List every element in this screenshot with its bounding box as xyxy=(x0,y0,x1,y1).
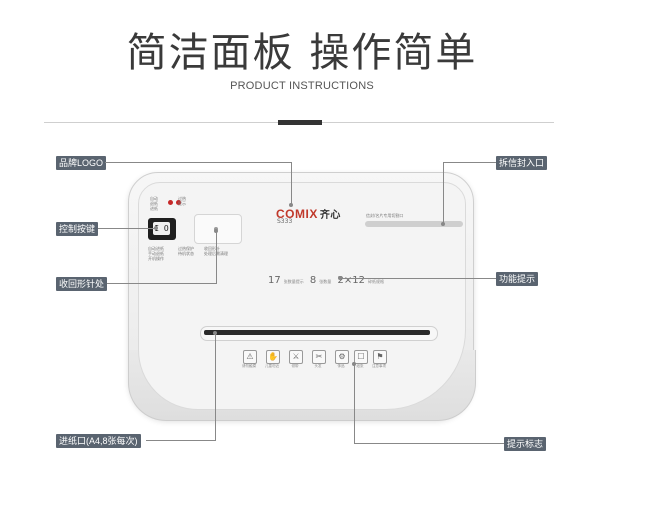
brand-logo-text: COMIX xyxy=(276,207,318,221)
leader-dot-function xyxy=(338,276,342,280)
leader-dot-paper-feed xyxy=(213,331,217,335)
leader-envelope-v xyxy=(443,162,444,224)
callout-control: 控制按键 xyxy=(56,222,99,236)
shredder-panel xyxy=(138,182,466,410)
warning-icon-6: ☐ xyxy=(354,350,368,364)
callout-paper-feed: 进纸口(A4,8张每次) xyxy=(56,434,141,448)
hint-n3-text: 碎纸规格 xyxy=(367,279,384,284)
warning-caption-7: 注意事项 xyxy=(372,364,386,368)
warning-icon-5: ⚙ xyxy=(335,350,349,364)
warning-icon-4: ✂ xyxy=(312,350,326,364)
envelope-slot[interactable] xyxy=(365,221,463,227)
hint-n3: 2×12 xyxy=(337,275,365,286)
leader-dot-control xyxy=(154,226,158,230)
hint-n2: 8 xyxy=(309,275,317,286)
divider-accent xyxy=(278,120,322,125)
panel-label-right: 过热提示 xyxy=(178,196,186,206)
leader-dot-envelope xyxy=(441,222,445,226)
warning-caption-3: 领带 xyxy=(291,364,299,368)
status-led xyxy=(176,200,181,205)
warning-icon-7: ⚑ xyxy=(373,350,387,364)
page-title: 简洁面板 操作简单 xyxy=(126,30,478,76)
warning-icon-1: ⚠ xyxy=(243,350,257,364)
hint-sheets: 17 xyxy=(268,275,281,286)
hint-n2-text: 张数量 xyxy=(319,279,332,284)
warning-caption-6: 纸张 xyxy=(356,364,364,368)
warning-icon-3: ⚔ xyxy=(289,350,303,364)
envelope-label: 信封/名片专用切割口 xyxy=(366,213,404,218)
leader-brand-logo-v xyxy=(291,162,292,204)
switch-notes-2: 过热保护待机状态 xyxy=(178,246,194,256)
brand-logo-cn: 齐心 xyxy=(319,210,341,221)
warning-caption-1: 请勿触摸 xyxy=(242,364,256,368)
warning-caption-2: 儿童勿近 xyxy=(265,364,279,368)
switch-notes: 自动进纸手动退纸开机操作 xyxy=(148,246,164,261)
leader-envelope xyxy=(443,162,496,163)
hint-sheets-text: 张数量提示 xyxy=(283,279,304,284)
callout-warning: 提示标志 xyxy=(504,437,547,451)
power-led xyxy=(168,200,173,205)
warning-caption-5: 饰品 xyxy=(337,364,345,368)
leader-control xyxy=(98,228,156,229)
callout-function: 功能提示 xyxy=(496,272,539,286)
page-subtitle: PRODUCT INSTRUCTIONS xyxy=(230,80,374,92)
leader-paper-feed xyxy=(146,440,216,441)
leader-clip-tray-v xyxy=(216,231,217,284)
leader-warning xyxy=(354,443,504,444)
callout-clip-tray: 收回形针处 xyxy=(56,277,108,291)
switch-face: I O xyxy=(153,222,170,235)
callout-envelope: 拆信封入口 xyxy=(496,156,548,170)
panel-label-left: 自动退纸进纸 xyxy=(150,196,158,211)
warning-caption-4: 头发 xyxy=(314,364,322,368)
leader-dot-warning xyxy=(352,362,356,366)
leader-paper-feed-v xyxy=(215,334,216,441)
leader-clip-tray xyxy=(107,283,217,284)
leader-brand-logo xyxy=(105,162,292,163)
leader-function xyxy=(340,278,496,279)
leader-warning-v xyxy=(354,364,355,444)
clip-tray xyxy=(194,214,242,244)
warning-icon-2: ✋ xyxy=(266,350,280,364)
callout-brand-logo: 品牌LOGO xyxy=(56,156,107,170)
paper-feed-slot[interactable] xyxy=(204,330,430,335)
leader-dot-clip-tray xyxy=(214,229,218,233)
leader-dot-logo xyxy=(289,203,293,207)
model-number: S333 xyxy=(277,218,293,225)
